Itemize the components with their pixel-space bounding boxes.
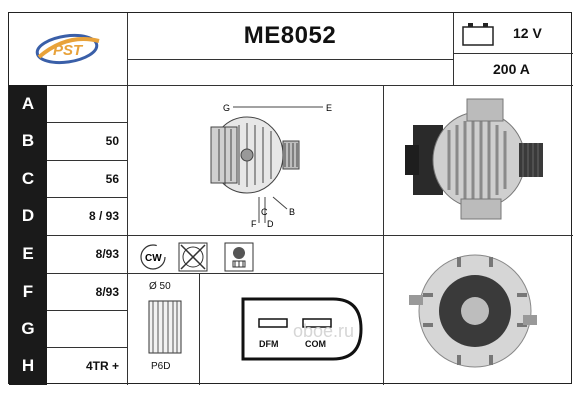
row-value-h: 4TR + — [85, 359, 119, 373]
connector-pin-dfm: DFM — [259, 339, 279, 349]
svg-text:PST: PST — [53, 42, 84, 59]
label-b: B — [289, 207, 295, 217]
amperage: 200 A — [493, 61, 530, 77]
label-e: E — [326, 103, 332, 113]
row-label-h: H — [9, 347, 47, 385]
regulator-icon — [223, 241, 255, 273]
label-g: G — [223, 103, 230, 113]
connector-pin-com: COM — [305, 339, 326, 349]
pulley-diameter: Ø 50 — [149, 281, 171, 292]
label-d: D — [267, 219, 274, 229]
alternator-photo — [383, 85, 573, 235]
pulley-type: P6D — [151, 361, 171, 372]
battery-icon — [461, 21, 497, 47]
row-value-c: 56 — [105, 171, 119, 186]
label-f: F — [251, 219, 257, 229]
row-label-a: A — [9, 85, 47, 122]
row-value-b: 50 — [105, 134, 119, 148]
row-value-e: 8/93 — [95, 247, 119, 261]
row-label-e: E — [9, 235, 47, 273]
label-c: C — [261, 207, 268, 217]
watermark: oboe.ru — [293, 321, 355, 341]
alternator-rear-photo — [383, 235, 573, 385]
dimension-drawing: G E F C D B — [127, 85, 383, 235]
row-label-g: G — [9, 310, 47, 347]
row-label-c: C — [9, 160, 47, 197]
part-number: ME8052 — [243, 22, 337, 49]
brand-logo: PST — [9, 13, 127, 85]
voltage: 12 V — [513, 25, 542, 41]
svg-text:CW: CW — [145, 253, 162, 264]
pulley-drawing — [143, 297, 187, 357]
crossed-fan-icon — [177, 241, 209, 273]
row-value-a — [47, 85, 127, 122]
row-label-b: B — [9, 122, 47, 160]
row-label-d: D — [9, 197, 47, 235]
row-label-f: F — [9, 273, 47, 310]
connector-plug — [233, 291, 365, 367]
row-value-d: 8 / 93 — [88, 209, 119, 223]
row-value-g — [47, 310, 127, 347]
spec-sheet: PST ME8052 12 V 200 A A B C D E F G H 50… — [8, 12, 573, 385]
cw-rotation-icon: CW — [137, 241, 169, 273]
row-value-f: 8/93 — [95, 284, 119, 299]
